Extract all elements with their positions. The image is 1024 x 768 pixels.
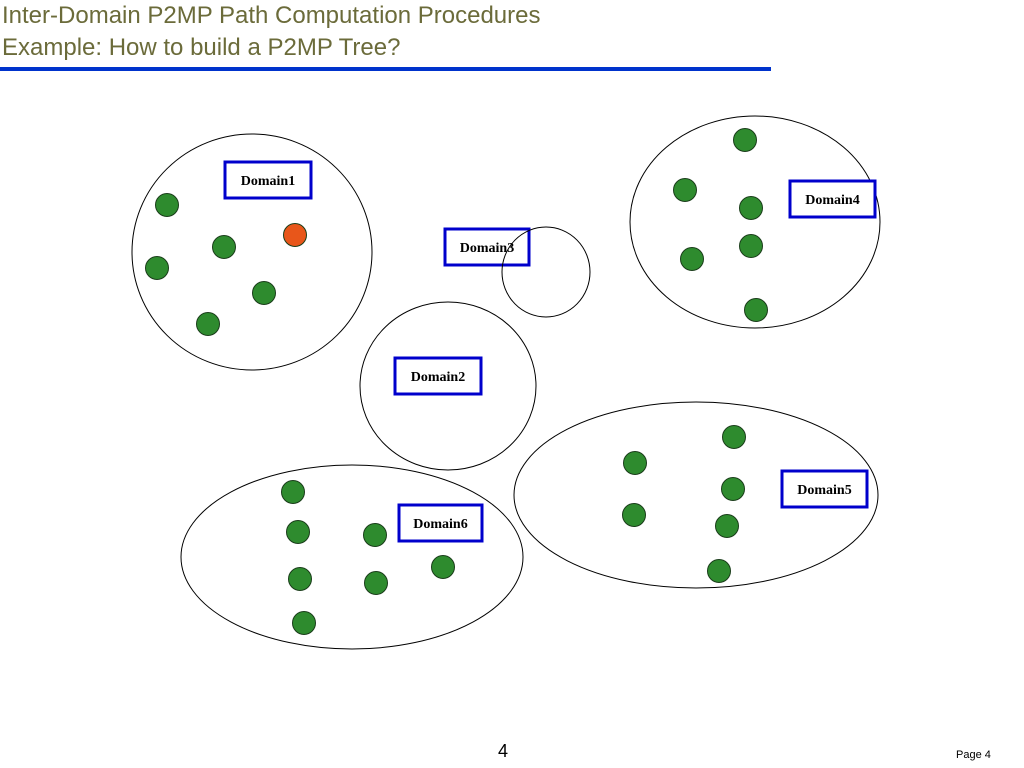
domain4-label: Domain4	[788, 179, 877, 219]
domain6-node	[364, 571, 388, 595]
domain2-label-box	[393, 356, 483, 396]
domain3-label-box	[443, 227, 531, 267]
domain4-label-box	[788, 179, 877, 219]
domain6-node	[363, 523, 387, 547]
domain5-node	[721, 477, 745, 501]
domain6-node	[431, 555, 455, 579]
domain1-outline	[131, 133, 373, 371]
domain3-label: Domain3	[443, 227, 531, 267]
slide-number: 4	[498, 741, 509, 761]
domain4-node	[739, 234, 763, 258]
domain6-label-box	[397, 503, 484, 543]
domain2-label-text: Domain2	[411, 370, 465, 385]
domain6-label: Domain6	[397, 503, 484, 543]
domain2-outline	[359, 301, 537, 471]
domain4-node	[733, 128, 757, 152]
domain6-outline	[180, 464, 524, 650]
domain5-node	[715, 514, 739, 538]
domain4-label-text: Domain4	[805, 193, 859, 208]
domain3-outline	[501, 226, 591, 318]
domain1-group	[131, 133, 373, 371]
domain1-label: Domain1	[223, 160, 313, 200]
domain6-node	[286, 520, 310, 544]
domain1-node	[212, 235, 236, 259]
domain6-node	[292, 611, 316, 635]
domain1-label-box	[223, 160, 313, 200]
domain1-node	[155, 193, 179, 217]
domain5-label-box	[780, 469, 869, 509]
domain4-node	[744, 298, 768, 322]
slide-subtitle: Example: How to build a P2MP Tree?	[2, 34, 401, 61]
domain2-label: Domain2	[393, 356, 483, 396]
domain1-source-node	[283, 223, 307, 247]
domain5-outline	[513, 401, 879, 589]
domain4-group	[629, 115, 881, 329]
domain4-outline	[629, 115, 881, 329]
domain5-label-text: Domain5	[797, 483, 851, 498]
domain6-node	[288, 567, 312, 591]
title-rule	[0, 67, 771, 71]
domain5-label: Domain5	[780, 469, 869, 509]
domain4-node	[739, 196, 763, 220]
domain5-node	[707, 559, 731, 583]
domain4-node	[673, 178, 697, 202]
domain5-node	[623, 451, 647, 475]
domain1-node	[145, 256, 169, 280]
domain5-node	[722, 425, 746, 449]
domain5-group	[513, 401, 879, 589]
domain6-group	[180, 464, 524, 650]
domain2-group	[359, 301, 537, 471]
domain5-node	[622, 503, 646, 527]
domain1-node	[252, 281, 276, 305]
domain1-label-text: Domain1	[241, 174, 295, 189]
domain6-label-text: Domain6	[413, 517, 467, 532]
domain6-node	[281, 480, 305, 504]
domain4-node	[680, 247, 704, 271]
domain3-label-text: Domain3	[460, 241, 514, 256]
slide-title: Inter-Domain P2MP Path Computation Proce…	[2, 2, 541, 29]
page-label: Page 4	[956, 749, 991, 761]
domain1-node	[196, 312, 220, 336]
